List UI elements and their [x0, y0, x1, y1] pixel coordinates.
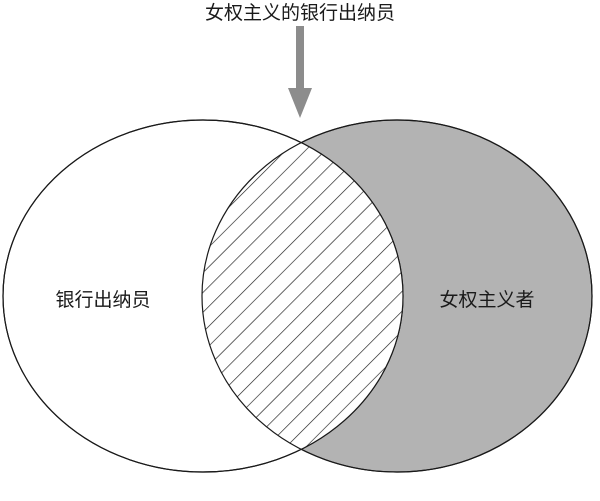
left-set-outline [2, 119, 404, 473]
right-set-outline [201, 119, 593, 473]
right-set-label: 女权主义者 [439, 289, 534, 311]
top-label: 女权主义的银行出纳员 [205, 2, 395, 24]
left-set-label: 银行出纳员 [55, 289, 150, 311]
arrow-down-icon [288, 26, 312, 118]
intersection-region [202, 120, 403, 472]
